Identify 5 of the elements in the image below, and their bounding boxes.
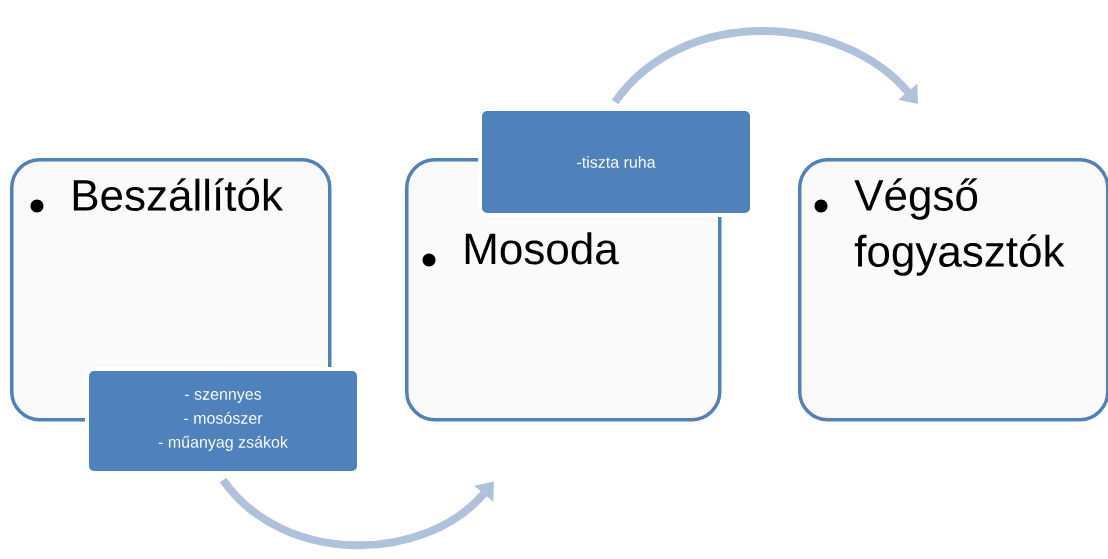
curved-arrow <box>611 27 918 105</box>
process-box: Végső fogyasztók <box>798 158 1108 422</box>
label-box: -tiszta ruha <box>478 107 754 217</box>
curved-arrow <box>219 477 494 550</box>
label-box: - szennyes - mosószer - műanyag zsákok <box>85 367 361 475</box>
